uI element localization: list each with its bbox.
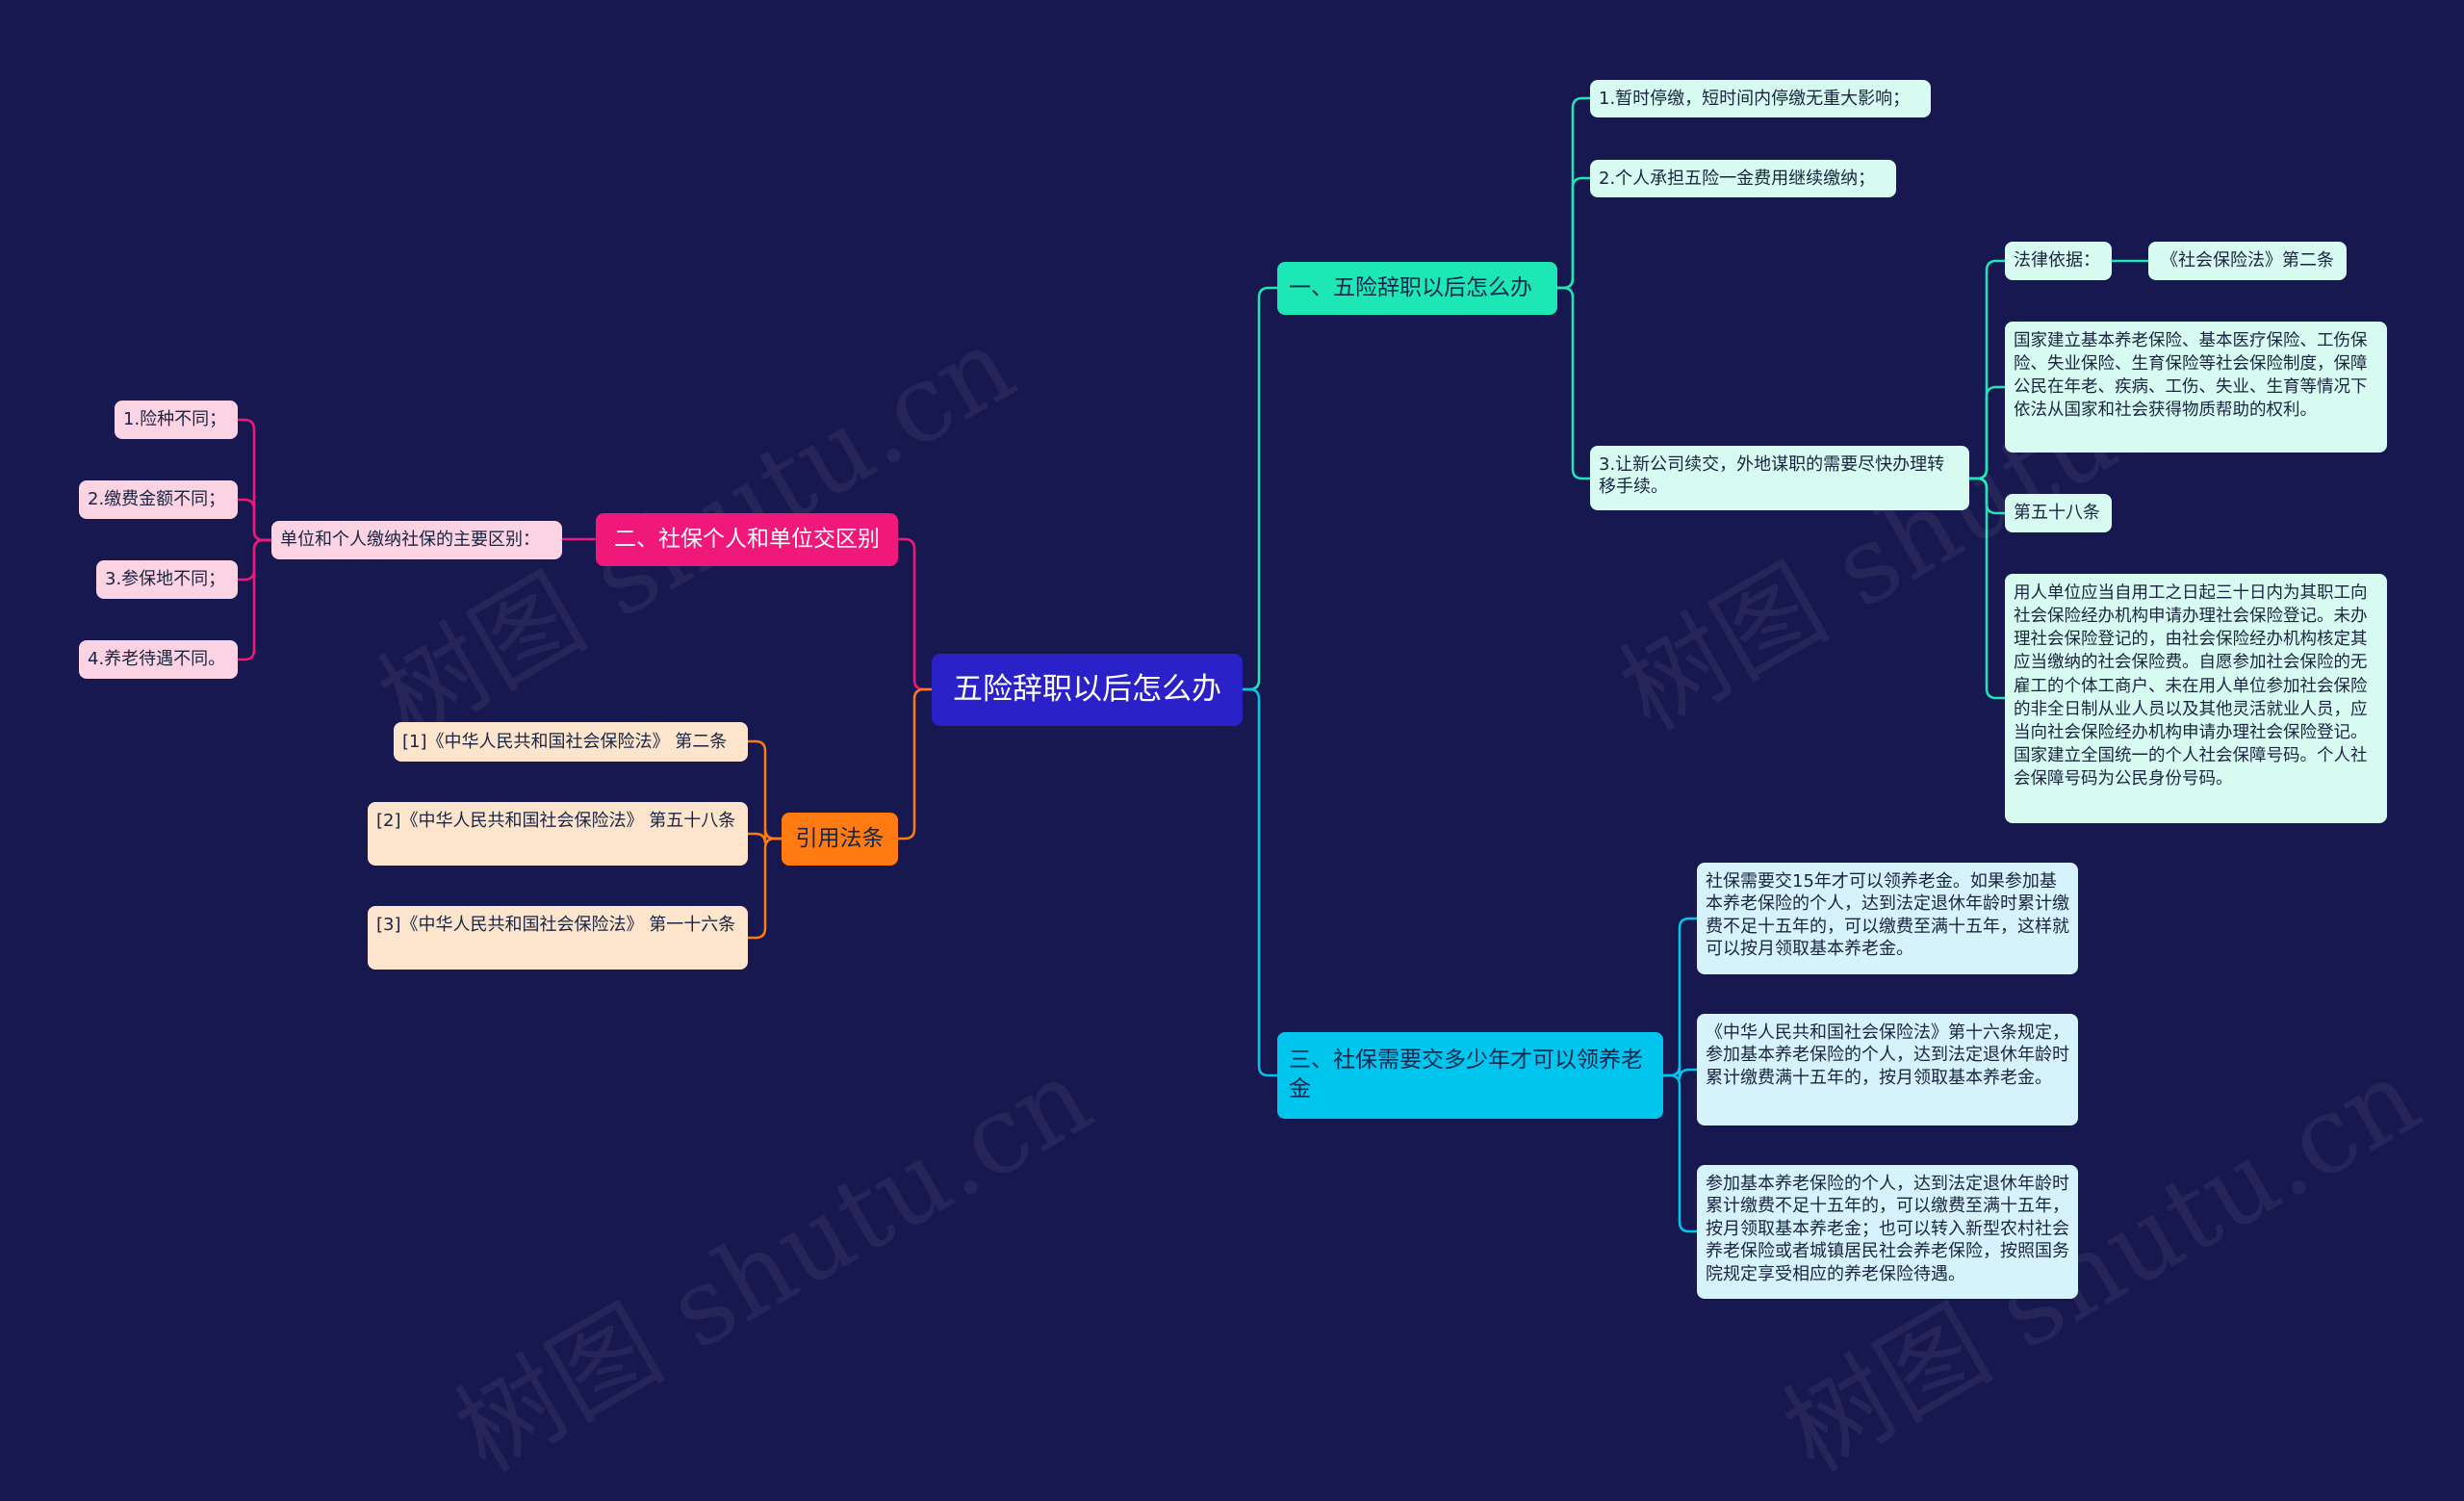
root-node[interactable]: 五险辞职以后怎么办 xyxy=(932,654,1243,726)
leaf-node-pause[interactable]: 1.暂时停缴，短时间内停缴无重大影响； xyxy=(1590,80,1931,117)
branch-node-citations[interactable]: 引用法条 xyxy=(782,813,898,866)
branch-node-pension-years[interactable]: 三、社保需要交多少年才可以领养老金 xyxy=(1277,1032,1663,1119)
leaf-text: 单位和个人缴纳社保的主要区别： xyxy=(280,530,540,551)
mindmap-canvas: 树图 shutu.cn 树图 shutu.cn 树图 shutu.cn 树图 s… xyxy=(79,80,2439,1495)
connector-branch3-item xyxy=(1663,1074,1697,1233)
leaf-node-article-16[interactable]: 《中华人民共和国社会保险法》第十六条规定，参加基本养老保险的个人，达到法定退休年… xyxy=(1697,1014,2078,1126)
connector-branch3-item xyxy=(1663,1065,1697,1080)
connector-branch4-item xyxy=(748,739,782,841)
law-reference[interactable]: 《社会保险法》第二条 xyxy=(2148,242,2347,280)
leaf-text: 2.个人承担五险一金费用继续缴纳； xyxy=(1599,168,1876,189)
leaf-node-location[interactable]: 3.参保地不同； xyxy=(96,560,238,599)
connector-root-branch1 xyxy=(1243,286,1277,691)
law-basis-label[interactable]: 法律依据： xyxy=(2005,242,2112,280)
connector-branch4-item xyxy=(748,828,782,844)
connector-sub-item xyxy=(238,538,271,661)
connector-item3-law xyxy=(1969,477,2005,700)
leaf-text: 第五十八条 xyxy=(2014,503,2100,524)
leaf-text: 1.险种不同； xyxy=(123,409,227,430)
connector-branch1-item xyxy=(1557,176,1590,290)
connector-root-branch2 xyxy=(898,537,932,691)
leaf-text: 3.让新公司续交，外地谋职的需要尽快办理转移手续。 xyxy=(1599,454,1945,498)
leaf-text: 2.缴费金额不同； xyxy=(88,489,226,510)
branch-label: 三、社保需要交多少年才可以领养老金 xyxy=(1289,1048,1643,1101)
leaf-text: 法律依据： xyxy=(2014,250,2100,272)
leaf-node-pension[interactable]: 4.养老待遇不同。 xyxy=(79,640,238,679)
leaf-text: 《中华人民共和国社会保险法》第十六条规定，参加基本养老保险的个人，达到法定退休年… xyxy=(1706,1022,2069,1088)
root-label: 五险辞职以后怎么办 xyxy=(953,672,1221,708)
law-text-article-2[interactable]: 国家建立基本养老保险、基本医疗保险、工伤保险、失业保险、生育保险等社会保险制度，… xyxy=(2005,322,2387,453)
leaf-text: 4.养老待遇不同。 xyxy=(88,649,226,670)
leaf-text: 3.参保地不同； xyxy=(105,569,226,590)
article-58-label[interactable]: 第五十八条 xyxy=(2005,494,2112,532)
branch-label: 引用法条 xyxy=(795,825,885,851)
connector-root-branch3 xyxy=(1243,687,1277,1077)
connector-item3-law xyxy=(1969,385,2005,480)
branch-label: 一、五险辞职以后怎么办 xyxy=(1289,274,1532,300)
leaf-text: [1]《中华人民共和国社会保险法》 第二条 xyxy=(402,731,728,752)
connector-branch1-item xyxy=(1557,286,1590,480)
leaf-text: 用人单位应当自用工之日起三十日内为其职工向社会保险经办机构申请办理社会保险登记。… xyxy=(2014,583,2368,789)
citation-item-2[interactable]: [2]《中华人民共和国社会保险法》 第五十八条 xyxy=(368,802,748,866)
leaf-text: 参加基本养老保险的个人，达到法定退休年龄时累计缴费不足十五年的，可以缴费至满十五… xyxy=(1706,1174,2069,1284)
citation-item-3[interactable]: [3]《中华人民共和国社会保险法》 第一十六条 xyxy=(368,906,748,970)
leaf-text: 国家建立基本养老保险、基本医疗保险、工伤保险、失业保险、生育保险等社会保险制度，… xyxy=(2014,331,2368,421)
citation-item-1[interactable]: [1]《中华人民共和国社会保险法》 第二条 xyxy=(394,722,748,762)
leaf-text: 1.暂时停缴，短时间内停缴无重大影响； xyxy=(1599,88,1911,109)
branch-node-difference[interactable]: 二、社保个人和单位交区别 xyxy=(596,513,898,566)
law-text-article-58[interactable]: 用人单位应当自用工之日起三十日内为其职工向社会保险经办机构申请办理社会保险登记。… xyxy=(2005,574,2387,823)
leaf-node-insurance-type[interactable]: 1.险种不同； xyxy=(115,401,238,439)
leaf-node-transfer[interactable]: 参加基本养老保险的个人，达到法定退休年龄时累计缴费不足十五年的，可以缴费至满十五… xyxy=(1697,1165,2078,1299)
connector-lines xyxy=(238,96,2148,1233)
connector-branch3-item xyxy=(1663,917,1697,1077)
leaf-text: 《社会保险法》第二条 xyxy=(2161,250,2334,272)
leaf-node-self-pay[interactable]: 2.个人承担五险一金费用继续缴纳； xyxy=(1590,160,1896,197)
connector-branch4-item xyxy=(748,837,782,940)
branch-label: 二、社保个人和单位交区别 xyxy=(614,526,880,552)
connector-root-branch4 xyxy=(898,687,932,841)
leaf-text: [2]《中华人民共和国社会保险法》 第五十八条 xyxy=(376,811,736,831)
branch-node-resign[interactable]: 一、五险辞职以后怎么办 xyxy=(1277,262,1557,315)
connector-sub-item xyxy=(238,498,271,542)
leaf-node-amount[interactable]: 2.缴费金额不同； xyxy=(79,480,238,519)
leaf-node-new-company[interactable]: 3.让新公司续交，外地谋职的需要尽快办理转移手续。 xyxy=(1590,446,1969,510)
leaf-node-15-years[interactable]: 社保需要交15年才可以领养老金。如果参加基本养老保险的个人，达到法定退休年龄时累… xyxy=(1697,863,2078,974)
leaf-text: 社保需要交15年才可以领养老金。如果参加基本养老保险的个人，达到法定退休年龄时累… xyxy=(1706,871,2069,960)
sub-node-main-difference[interactable]: 单位和个人缴纳社保的主要区别： xyxy=(271,521,562,559)
leaf-text: [3]《中华人民共和国社会保险法》 第一十六条 xyxy=(376,915,736,935)
